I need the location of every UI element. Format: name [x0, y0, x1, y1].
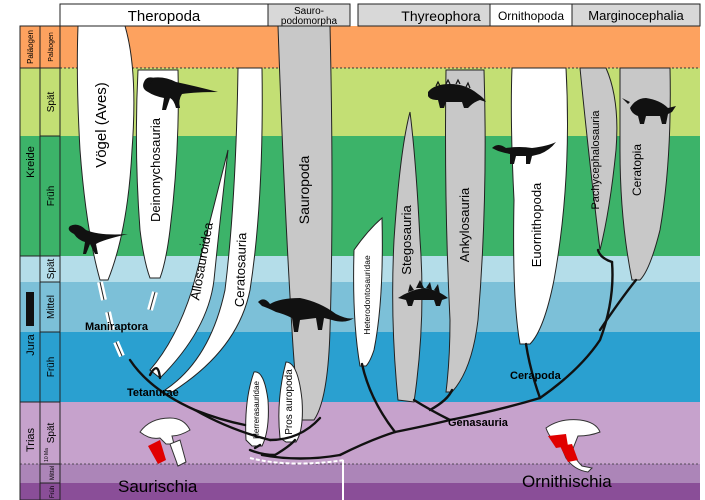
- label-herrerasauridae: Herrerasauridae: [252, 381, 261, 439]
- scale-bar: [26, 292, 34, 326]
- time-scale: Paläogen Paläogen Kreide Spät Früh Jura …: [19, 25, 61, 500]
- clade-cerapoda: Cerapoda: [510, 370, 562, 382]
- label-pachycephalosauria: Pachycephalosauria: [590, 110, 602, 210]
- period-jurassic: Jura: [25, 333, 37, 355]
- theropod-silhouette: [143, 77, 218, 110]
- epoch-jurassic-late: Spät: [46, 258, 57, 279]
- lineage-pachycephalosauria: [579, 67, 618, 251]
- period-cretaceous: Kreide: [25, 146, 37, 178]
- stegosaur-silhouette: [398, 280, 448, 306]
- label-ceratosauria: Ceratosauria: [232, 232, 250, 308]
- hadrosaur-silhouette: [492, 142, 556, 164]
- band-triassic-middle: [20, 464, 700, 483]
- label-prosauropoda: Pros auropoda: [284, 369, 295, 435]
- lineage-voegel: [76, 25, 135, 281]
- lineage-ceratopia: [619, 67, 671, 281]
- header-theropoda: Theropoda: [128, 8, 201, 25]
- band-palaeogene: [20, 26, 700, 68]
- lineage-deinonychosauria: [135, 69, 179, 279]
- label-ankylosauria: Ankylosauria: [457, 187, 472, 262]
- lineage-stegosauria: [392, 111, 423, 403]
- ceratopsian-silhouette: [622, 98, 676, 124]
- lineage-ceratosauria: [163, 67, 263, 393]
- label-heterodontosauridae: Heterodontosauridae: [362, 255, 372, 335]
- header: Theropoda Sauro- podomorpha Thyreophora …: [59, 3, 701, 27]
- ornithischian-pelvis-icon: [545, 419, 601, 473]
- lineage-labels: Vögel (Aves) Deinonychosauria Allosauroi…: [93, 82, 644, 439]
- sauropod-silhouette: [258, 298, 354, 332]
- silhouettes: [68, 77, 676, 473]
- clade-saurischia: Saurischia: [118, 477, 198, 496]
- header-marginocephalia: Marginocephalia: [588, 8, 684, 23]
- clade-tetanurae: Tetanurae: [127, 387, 179, 399]
- lineage-allosauroidea: [149, 149, 229, 379]
- band-triassic-early: [20, 483, 700, 500]
- header-sauropodomorpha-1: Sauro-: [294, 6, 324, 17]
- lineage-heterodontosauridae: [353, 216, 383, 367]
- epoch-triassic-early: Früh: [50, 486, 56, 498]
- period-triassic: Trias: [25, 427, 37, 452]
- epoch-jurassic-middle: Mittel: [46, 295, 57, 319]
- label-euornithopoda: Euornithopoda: [529, 182, 544, 267]
- epoch-cretaceous-late: Spät: [46, 91, 57, 112]
- clade-labels: Maniraptora Tetanurae Genasauria Cerapod…: [85, 321, 612, 496]
- header-thyreophora: Thyreophora: [401, 8, 481, 24]
- epoch-jurassic-early: Früh: [46, 357, 57, 378]
- header-sauropodomorpha-2: podomorpha: [281, 16, 338, 27]
- epoch-cretaceous-early: Früh: [46, 186, 57, 207]
- epoch-triassic-late: Spät: [46, 422, 57, 443]
- tree-branches: [128, 248, 638, 460]
- period-palaeogene: Paläogen: [26, 30, 35, 64]
- basal-line: [249, 457, 346, 465]
- header-ornithopoda: Ornithopoda: [498, 9, 564, 23]
- label-voegel: Vögel (Aves): [93, 82, 110, 168]
- clade-genasauria: Genasauria: [448, 417, 509, 429]
- clade-maniraptora: Maniraptora: [85, 321, 149, 333]
- label-deinonychosauria: Deinonychosauria: [148, 117, 163, 222]
- saurischian-pelvis-icon: [139, 417, 191, 467]
- scale-note: 10 Ma: [44, 448, 50, 462]
- label-ceratopia: Ceratopia: [630, 144, 644, 196]
- bird-silhouette: [68, 224, 128, 254]
- label-sauropoda: Sauropoda: [296, 156, 312, 225]
- clade-ornithischia: Ornithischia: [522, 472, 612, 491]
- ankylosaur-silhouette: [428, 78, 486, 108]
- lineage-herrerasauridae: [245, 371, 269, 447]
- epoch-triassic-middle: Mittel: [50, 466, 56, 480]
- epoch-palaeogene: Paläogen: [48, 32, 55, 62]
- band-cretaceous-early: [20, 136, 700, 256]
- label-stegosauria: Stegosauria: [399, 205, 414, 275]
